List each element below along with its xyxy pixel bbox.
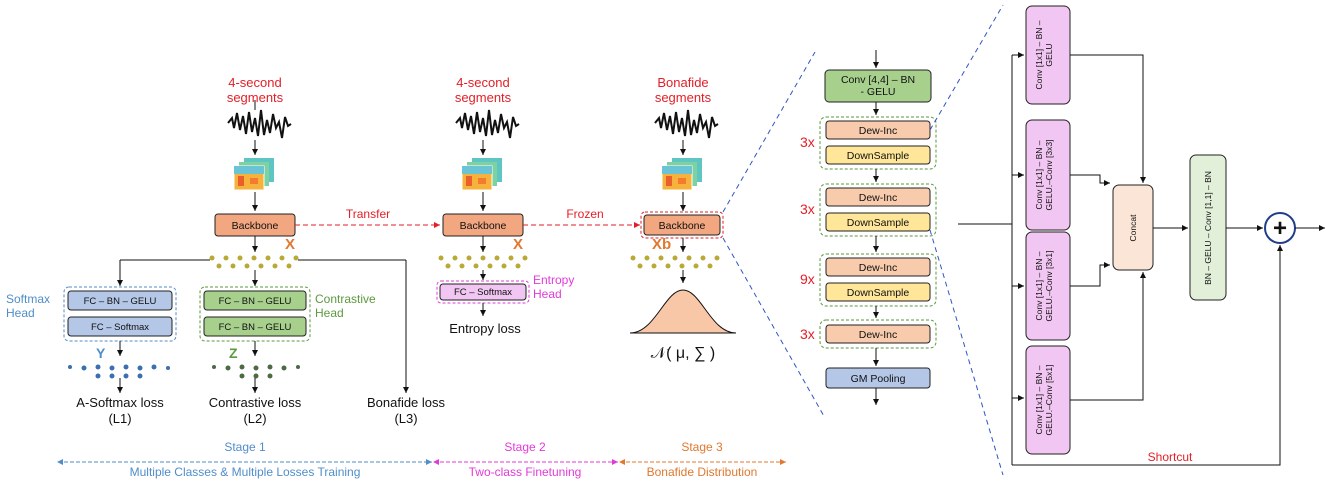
transfer-label: Transfer — [346, 207, 390, 221]
frozen-label: Frozen — [566, 207, 603, 221]
stage2-waveform-icon — [455, 109, 520, 139]
branch3-label: Conv [1x1] – BN –GELU.–Conv [3x1] — [1034, 251, 1054, 322]
entropy-loss-label: Entropy loss — [449, 321, 521, 336]
stage2-backbone-label: Backbone — [460, 220, 507, 232]
distribution-label: 𝒩( μ, ∑ ) — [651, 345, 715, 362]
contrastive-fc-bn-gelu-2-label: FC – BN – GELU — [219, 322, 292, 333]
conv-label: Conv [4,4] – BN- GELU — [841, 74, 915, 98]
asoftmax-loss-label: A-Softmax loss — [76, 395, 164, 410]
stage3-spectrogram-icon — [661, 158, 702, 191]
block1-downsample-label: DownSample — [847, 150, 910, 162]
entropy-fc-softmax-label: FC – Softmax — [454, 287, 512, 298]
stage1-waveform-icon — [227, 109, 292, 139]
add-symbol: + — [1273, 215, 1287, 242]
stage1-title: Stage 1 — [224, 440, 266, 454]
stage2-spectrogram-icon — [461, 158, 502, 191]
conv-box — [824, 69, 932, 103]
block4-dewinc-label: Dew-Inc — [859, 329, 898, 341]
block2-downsample-label: DownSample — [847, 217, 910, 229]
block3-dewinc-label: Dew-Inc — [859, 262, 898, 274]
stage3-waveform-icon — [654, 109, 719, 139]
l3-label: (L3) — [394, 411, 417, 426]
stage3-feature-dots — [630, 255, 720, 269]
block2-repeat: 3x — [800, 201, 815, 217]
block2-downsample-box — [825, 212, 931, 232]
gm-pooling-box — [825, 367, 931, 389]
branch4-label: Conv [1x1] – BN –GELU.–Conv [5x1] — [1034, 365, 1054, 436]
concat-label: Concat — [1128, 214, 1138, 242]
entropy-fc-softmax-box — [439, 283, 527, 301]
l2-label: (L2) — [243, 411, 266, 426]
branch2-label: Conv [1x1] – BN –GELU.–Conv [3x3] — [1034, 140, 1054, 211]
contrastive-fc-bn-gelu-1-box — [203, 290, 307, 311]
block4-group — [819, 319, 937, 349]
stage3-subtitle: Bonafide Distribution — [647, 465, 758, 479]
softmax-fc-bn-gelu-box — [67, 290, 173, 311]
y-label: Y — [96, 345, 106, 361]
block4-dewinc-box — [825, 324, 931, 344]
stage1-spectrogram-icon — [233, 158, 274, 191]
shortcut-label: Shortcut — [1148, 450, 1193, 464]
block2-dewinc-label: Dew-Inc — [859, 192, 898, 204]
block3-dewinc-box — [825, 257, 931, 277]
block2-group — [819, 183, 937, 237]
stage3-title: Stage 3 — [681, 440, 723, 454]
stage3-backbone-outline — [640, 211, 724, 239]
stage1-x-label: X — [285, 236, 295, 253]
contrastive-fc-bn-gelu-1-label: FC – BN – GELU — [219, 296, 292, 307]
l1-label: (L1) — [108, 411, 131, 426]
contrastive-head-group — [199, 286, 311, 342]
block1-downsample-box — [825, 145, 931, 165]
stage1-feature-dots — [209, 255, 299, 269]
block1-group — [819, 116, 937, 170]
y-dots — [68, 364, 170, 379]
softmax-fc-bn-gelu-label: FC – BN – GELU — [84, 296, 157, 307]
branch1-label: Conv [1x1] – BN –GELU — [1034, 20, 1054, 89]
block3-downsample-label: DownSample — [847, 287, 910, 299]
stage2-feature-dots — [438, 255, 528, 269]
stage1-subtitle: Multiple Classes & Multiple Losses Train… — [130, 465, 361, 479]
contrastive-fc-bn-gelu-2-box — [203, 316, 307, 337]
post-label: BN – GELU – Conv [1,1] – BN — [1203, 171, 1213, 285]
stage3-backbone-label: Backbone — [659, 220, 706, 232]
stage3-backbone-box — [643, 214, 721, 236]
gm-pooling-label: GM Pooling — [851, 373, 906, 385]
softmax-fc-softmax-box — [67, 316, 173, 337]
block3-repeat: 9x — [800, 271, 815, 287]
stage2-subtitle: Two-class Finetuning — [469, 465, 582, 479]
block1-repeat: 3x — [800, 134, 815, 150]
gaussian-curve — [629, 289, 737, 334]
block2-dewinc-box — [825, 187, 931, 207]
block3-group — [819, 253, 937, 307]
block1-dewinc-label: Dew-Inc — [859, 125, 898, 137]
bonafide-loss-label: Bonafide loss — [367, 395, 446, 410]
stage2-x-label: X — [513, 236, 523, 253]
z-label: Z — [229, 345, 238, 361]
block3-downsample-box — [825, 282, 931, 302]
block4-repeat: 3x — [800, 326, 815, 342]
stage1-backbone-label: Backbone — [232, 220, 279, 232]
softmax-fc-softmax-label: FC – Softmax — [91, 322, 149, 333]
contrastive-loss-label: Contrastive loss — [209, 395, 302, 410]
z-dots — [212, 364, 300, 379]
stage2-title: Stage 2 — [504, 440, 546, 454]
xb-label: Xb — [652, 236, 671, 253]
